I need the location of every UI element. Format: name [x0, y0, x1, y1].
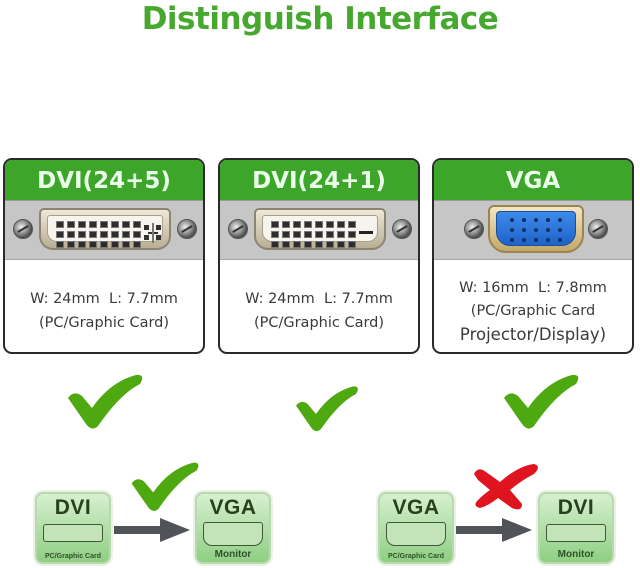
checkmark-icon — [296, 386, 358, 432]
checkmark-icon — [504, 374, 579, 429]
vga-connector-icon — [203, 522, 263, 546]
screw-icon — [588, 219, 608, 239]
conversion-source-dvi: DVI PC/Graphic Card — [35, 492, 111, 564]
conversion-target-dvi: DVI Monitor — [538, 492, 614, 564]
dvi-connector-icon — [39, 208, 171, 250]
page-title: Distinguish Interface — [141, 1, 499, 37]
connector-image-dvi-24-5 — [5, 200, 203, 260]
connector-image-dvi-24-1 — [220, 200, 418, 260]
cross-icon — [474, 464, 538, 510]
screw-icon — [13, 219, 33, 239]
card-usage: (PC/Graphic Card) — [38, 315, 170, 331]
source-label: DVI — [54, 496, 92, 519]
card-usage: (PC/Graphic Card — [470, 303, 596, 319]
card-title: DVI(24+5) — [5, 160, 203, 200]
screw-icon — [464, 219, 484, 239]
screw-icon — [177, 219, 197, 239]
checkmark-icon — [68, 374, 143, 429]
card-dimensions: W: 16mm L: 7.8mm — [459, 280, 607, 296]
target-sublabel: Monitor — [214, 549, 252, 560]
card-vga: VGA W: 16mm L: 7.8mm (PC/Graphic Card Pr… — [432, 158, 634, 354]
target-label: VGA — [209, 496, 257, 519]
connector-image-vga — [434, 200, 632, 260]
dvi-connector-icon — [43, 524, 103, 542]
vga-connector-icon — [488, 205, 584, 253]
vga-connector-icon — [386, 522, 446, 546]
card-title: DVI(24+1) — [220, 160, 418, 200]
target-sublabel: Monitor — [557, 549, 595, 560]
source-label: VGA — [392, 496, 440, 519]
dvi-connector-icon — [546, 524, 606, 542]
screw-icon — [228, 219, 248, 239]
card-dimensions: W: 24mm L: 7.7mm — [30, 291, 178, 307]
source-sublabel: PC/Graphic Card — [44, 553, 101, 560]
dvi-connector-icon — [254, 208, 386, 250]
arrow-right-icon — [456, 518, 532, 542]
screw-icon — [392, 219, 412, 239]
card-usage: (PC/Graphic Card) — [253, 315, 385, 331]
checkmark-icon — [131, 462, 199, 511]
card-dvi-24-5: DVI(24+5) W: 24mm L: 7.7mm (PC/Grap — [3, 158, 205, 354]
target-label: DVI — [557, 496, 595, 519]
conversion-target-vga: VGA Monitor — [195, 492, 271, 564]
card-title: VGA — [434, 160, 632, 200]
card-dvi-24-1: DVI(24+1) W: 24mm L: 7.7mm (PC/Graphic C… — [218, 158, 420, 354]
conversion-source-vga: VGA PC/Graphic Card — [378, 492, 454, 564]
card-usage-line2: Projector/Display) — [459, 325, 607, 344]
card-dimensions: W: 24mm L: 7.7mm — [245, 291, 393, 307]
arrow-right-icon — [114, 518, 190, 542]
source-sublabel: PC/Graphic Card — [387, 553, 444, 560]
